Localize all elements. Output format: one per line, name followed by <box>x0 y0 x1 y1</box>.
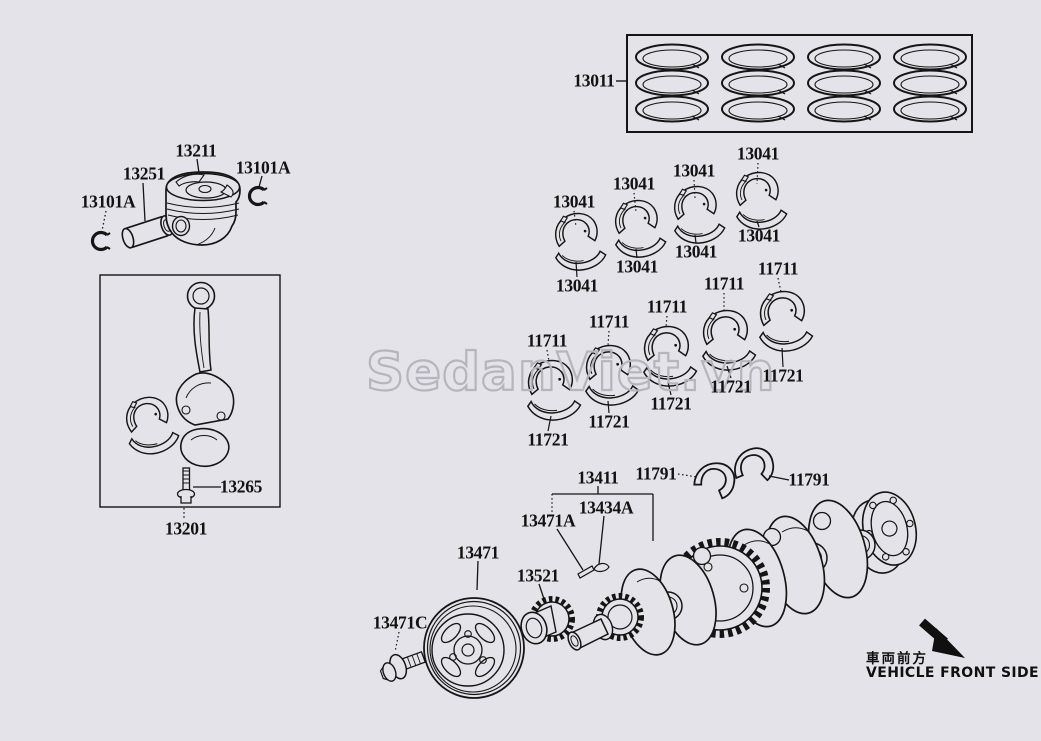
part-label-rod-bearing-upper-1: 11711 <box>526 330 568 351</box>
part-label-rod-bearing-lower-2: 11721 <box>588 411 630 432</box>
part-label-rod-bearing-lower-1: 11721 <box>527 429 569 450</box>
snap-ring-right <box>247 185 268 207</box>
timing-gear <box>520 583 575 645</box>
part-label-rod-bearing-lower-4: 11721 <box>710 376 752 397</box>
part-label-ring-set: 13011 <box>573 70 615 91</box>
part-label-rod-bearing-lower-5: 11721 <box>762 365 804 386</box>
part-label-rod-bearing-upper-3: 11711 <box>646 296 688 317</box>
part-label-thrust-washer-l: 11791 <box>635 463 677 484</box>
watermark: SedanViet.vn <box>365 341 776 404</box>
rod-bolt <box>176 467 196 504</box>
part-label-pulley: 13471 <box>456 542 500 563</box>
part-label-crankshaft: 13411 <box>577 467 619 488</box>
part-label-rod-bearing-upper-5: 11711 <box>757 258 799 279</box>
part-label-main-bearing-b3: 13041 <box>674 241 718 262</box>
part-label-main-bearing-t1: 13041 <box>552 191 596 212</box>
part-label-thrust-washer-r: 11791 <box>788 469 830 490</box>
part-label-rod-bearing-lower-3: 11721 <box>650 393 692 414</box>
part-label-snap-ring-right: 13101A <box>235 157 291 178</box>
front-side-arrow <box>919 618 965 658</box>
part-label-snap-ring-left: 13101A <box>80 191 136 212</box>
rod-bearings <box>519 277 816 432</box>
part-label-main-bearing-t3: 13041 <box>672 160 716 181</box>
part-label-rod-bearing-upper-2: 11711 <box>588 311 630 332</box>
part-label-timing-gear: 13521 <box>516 565 560 586</box>
part-label-main-bearing-t4: 13041 <box>736 143 780 164</box>
thrust-washers <box>677 446 790 502</box>
part-label-pulley-bolt: 13471C <box>372 612 428 633</box>
part-label-crankshaft-key: 13434A <box>578 497 634 518</box>
part-label-piston: 13211 <box>175 140 217 161</box>
part-label-main-bearing-b2: 13041 <box>615 256 659 277</box>
part-label-connecting-rod: 13201 <box>164 518 208 539</box>
crankshaft <box>567 491 918 656</box>
part-label-piston-pin: 13251 <box>122 163 166 184</box>
front-side-label-jp: 車両前方 <box>866 651 928 667</box>
pulley <box>423 560 525 699</box>
crankshaft-bracket <box>551 486 654 571</box>
connecting-rod-box <box>99 274 281 520</box>
pulley-bolt <box>379 631 427 682</box>
part-label-rod-bearing-upper-4: 11711 <box>703 273 745 294</box>
part-label-main-bearing-b1: 13041 <box>555 275 599 296</box>
snap-ring-left <box>90 230 111 252</box>
part-label-rod-bolt: 13265 <box>219 476 263 497</box>
main-bearings <box>546 162 790 278</box>
front-side-label-en: VEHICLE FRONT SIDE <box>866 665 1040 681</box>
part-label-main-bearing-t2: 13041 <box>612 173 656 194</box>
part-label-pulley-key: 13471A <box>520 510 576 531</box>
piston-assembly <box>90 158 268 252</box>
part-label-main-bearing-b4: 13041 <box>737 225 781 246</box>
ring-set-box <box>616 34 973 133</box>
